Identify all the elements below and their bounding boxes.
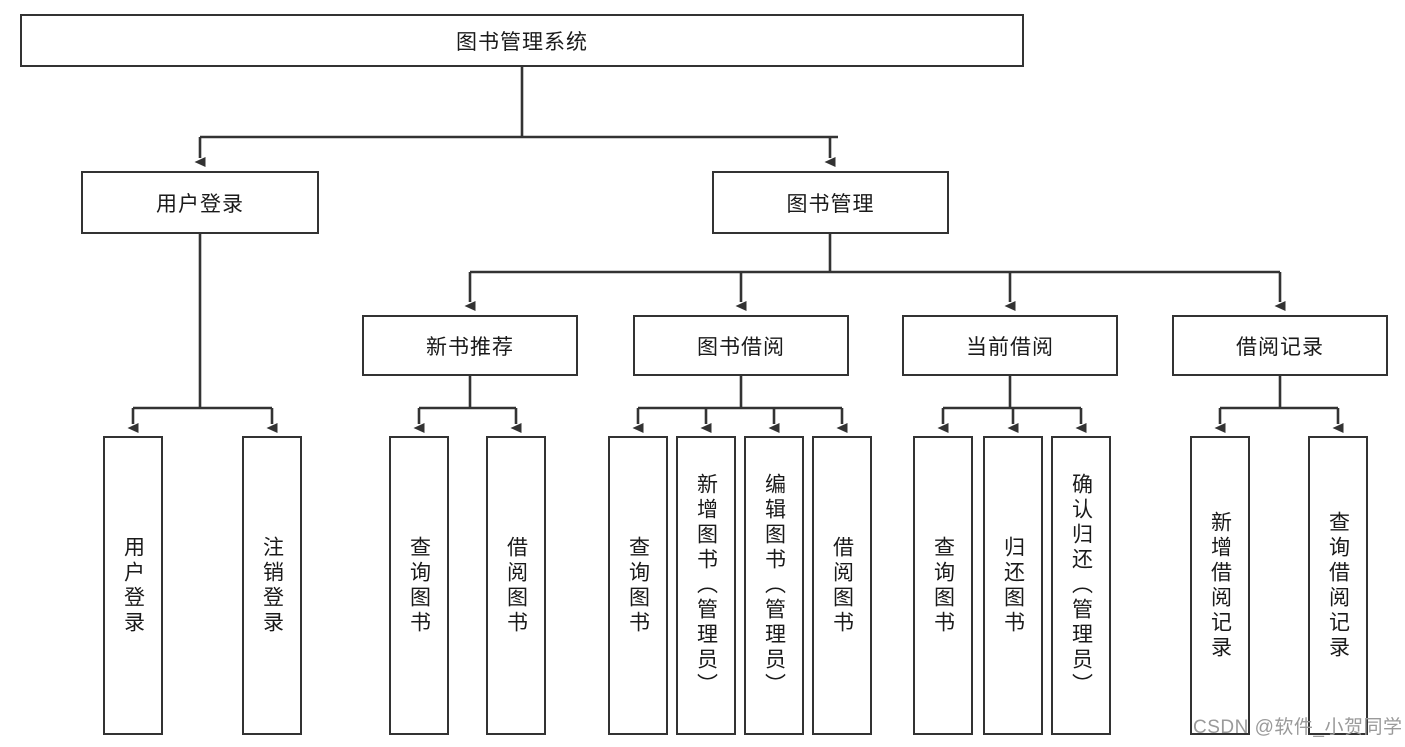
- node-leaf-confirm-return[interactable]: 确认归还（管理员）: [1051, 436, 1111, 735]
- node-label: 查询图书: [931, 535, 955, 636]
- node-leaf-borrow-book-2[interactable]: 借阅图书: [812, 436, 872, 735]
- node-leaf-return-book[interactable]: 归还图书: [983, 436, 1043, 735]
- node-leaf-borrow-book-1[interactable]: 借阅图书: [486, 436, 546, 735]
- node-label: 借阅图书: [830, 535, 854, 636]
- node-label: 归还图书: [1001, 535, 1025, 636]
- node-leaf-add-record[interactable]: 新增借阅记录: [1190, 436, 1250, 735]
- node-leaf-edit-book[interactable]: 编辑图书（管理员）: [744, 436, 804, 735]
- node-leaf-user-logout[interactable]: 注销登录: [242, 436, 302, 735]
- node-label: 用户登录: [156, 192, 244, 216]
- node-label: 查询图书: [626, 535, 650, 636]
- node-current-borrow[interactable]: 当前借阅: [902, 315, 1118, 376]
- node-label: 编辑图书（管理员）: [762, 473, 786, 698]
- node-leaf-user-login[interactable]: 用户登录: [103, 436, 163, 735]
- node-label: 借阅图书: [504, 535, 528, 636]
- node-label: 图书管理: [786, 192, 875, 216]
- node-leaf-query-book-2[interactable]: 查询图书: [608, 436, 668, 735]
- node-leaf-query-book-1[interactable]: 查询图书: [389, 436, 449, 735]
- node-leaf-query-book-3[interactable]: 查询图书: [913, 436, 973, 735]
- node-label: 新增借阅记录: [1208, 510, 1232, 661]
- node-label: 新增图书（管理员）: [694, 473, 718, 698]
- node-book-manage[interactable]: 图书管理: [712, 171, 949, 234]
- node-label: 查询借阅记录: [1326, 510, 1350, 661]
- node-label: 图书管理系统: [456, 30, 588, 54]
- node-borrow-record[interactable]: 借阅记录: [1172, 315, 1388, 376]
- node-label: 当前借阅: [966, 335, 1054, 359]
- node-book-borrow[interactable]: 图书借阅: [633, 315, 849, 376]
- node-user-login[interactable]: 用户登录: [81, 171, 319, 234]
- csdn-watermark: CSDN @软件_小贺同学: [1193, 717, 1403, 738]
- node-label: 图书借阅: [697, 335, 785, 359]
- node-label: 新书推荐: [426, 335, 514, 359]
- node-label: 查询图书: [407, 535, 431, 636]
- node-label: 用户登录: [121, 535, 145, 636]
- node-label: 注销登录: [260, 535, 284, 636]
- node-leaf-query-record[interactable]: 查询借阅记录: [1308, 436, 1368, 735]
- node-new-book-rec[interactable]: 新书推荐: [362, 315, 578, 376]
- node-label: 借阅记录: [1236, 335, 1324, 359]
- node-label: 确认归还（管理员）: [1069, 473, 1093, 698]
- node-root[interactable]: 图书管理系统: [20, 14, 1024, 67]
- node-leaf-add-book[interactable]: 新增图书（管理员）: [676, 436, 736, 735]
